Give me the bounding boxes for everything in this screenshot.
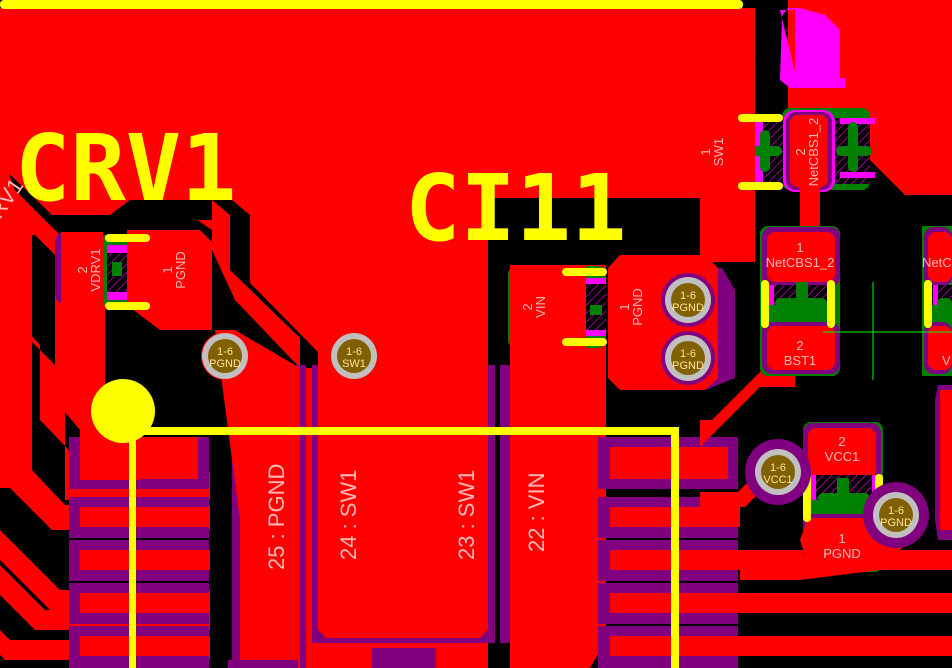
clearance-gap — [0, 165, 212, 238]
via-0-layers: 1-6 — [217, 346, 233, 358]
cbs-top-pad1-net: SW1 — [711, 138, 726, 166]
via-4[interactable] — [745, 439, 811, 505]
trace-rv1[interactable] — [0, 150, 65, 265]
crv1-pad1-net: PGND — [173, 251, 188, 289]
cvcc-pad1-num: 1 — [838, 531, 845, 546]
via-2[interactable] — [661, 273, 715, 327]
ic-pad-label-22: 22 : VIN — [524, 473, 549, 552]
crv1-pad1-num: 1 — [160, 266, 175, 273]
via-5-layers: 1-6 — [888, 505, 904, 517]
ci11-pad2-net: VIN — [533, 296, 548, 318]
component-cbs-top[interactable] — [690, 8, 875, 235]
cbs-top-pad1-num: 1 — [698, 148, 713, 155]
via-3[interactable] — [661, 331, 715, 385]
crv1-pad2-num: 2 — [75, 266, 90, 273]
ic-pad-24-23[interactable] — [312, 300, 495, 643]
via-2-net: PGND — [672, 302, 704, 314]
ic-pad-label-23: 23 : SW1 — [454, 470, 479, 560]
selection-outline — [91, 379, 679, 668]
via-2-layers: 1-6 — [680, 290, 696, 302]
ic-pad-25[interactable] — [215, 330, 306, 668]
via-1-net: SW1 — [342, 358, 366, 370]
cbs1-pad1-net: NetCBS1_2 — [766, 255, 835, 270]
ci11-pad1-num: 1 — [617, 303, 632, 310]
cbs-right-pad1-net: NetC — [922, 255, 952, 270]
clearance-gap — [200, 190, 318, 368]
ic-right-pad-column — [598, 437, 952, 668]
cbs1-pad2-num: 2 — [796, 338, 803, 353]
ic-bottom-mask — [372, 648, 436, 668]
ci11-pad2-num: 2 — [520, 303, 535, 310]
via-3-layers: 1-6 — [680, 348, 696, 360]
ic-pad-label-25: 25 : PGND — [264, 464, 289, 570]
cbs-top-pad2-net: NetCBS1_2 — [806, 118, 821, 187]
ic-bottom-mask — [228, 660, 298, 668]
cvcc-pad2-net: VCC1 — [825, 449, 860, 464]
via-5[interactable] — [863, 482, 929, 548]
via-3-net: PGND — [672, 360, 704, 372]
cbs-top-pad2-num: 2 — [793, 148, 808, 155]
silkscreen-outline-top — [0, 0, 743, 9]
pin1-marker — [91, 379, 155, 443]
component-cbs1[interactable] — [760, 226, 840, 376]
designator-crv1[interactable]: CRV1 — [15, 115, 237, 222]
ci11-pad1-net: PGND — [630, 288, 645, 326]
trace-bst1[interactable] — [700, 362, 795, 447]
via-5-net: PGND — [880, 517, 912, 529]
crv1-pad2-net: VDRV1 — [88, 248, 103, 291]
cvcc-pad2-num: 2 — [838, 434, 845, 449]
crosshair-cursor — [823, 282, 952, 380]
component-cbs-right[interactable] — [922, 226, 952, 540]
via-0-net: PGND — [209, 358, 241, 370]
component-crv1[interactable] — [55, 230, 212, 330]
via-0[interactable] — [201, 332, 249, 380]
cvcc-pad1-net: PGND — [823, 546, 861, 561]
via-1[interactable] — [331, 333, 377, 379]
ic-pad-label-24: 24 : SW1 — [336, 470, 361, 560]
via-4-layers: 1-6 — [770, 462, 786, 474]
via-1-layers: 1-6 — [346, 346, 362, 358]
cbs1-pad1-num: 1 — [796, 240, 803, 255]
designator-ci11[interactable]: CI11 — [405, 155, 627, 262]
trace-pgnd-right[interactable] — [740, 520, 910, 580]
cbs-right-pad2-net: V — [942, 353, 951, 368]
via-4-net: VCC1 — [763, 474, 792, 486]
cbs1-pad2-net: BST1 — [784, 353, 817, 368]
